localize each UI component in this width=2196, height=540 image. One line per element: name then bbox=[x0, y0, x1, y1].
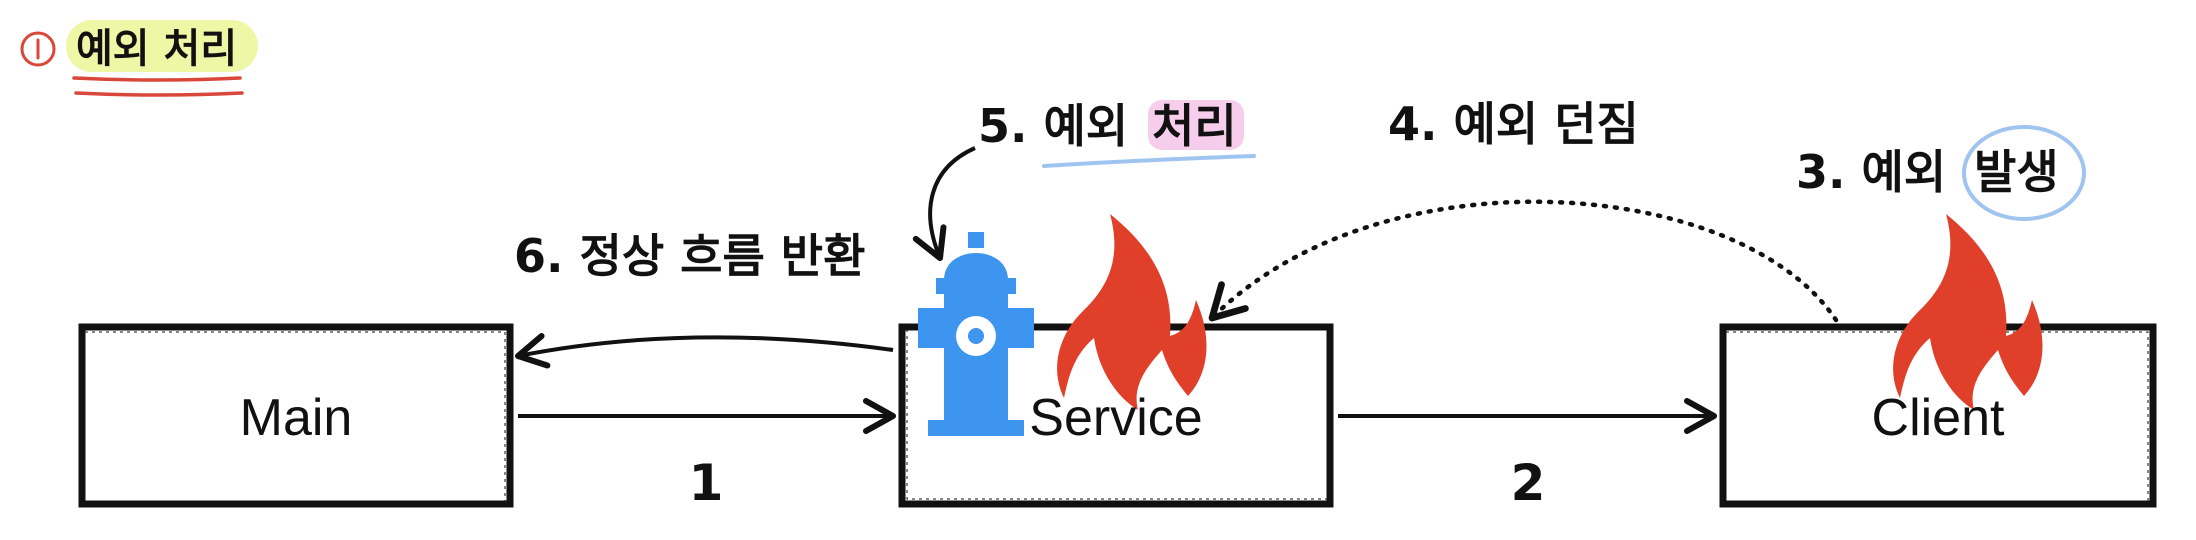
fire-icon bbox=[1893, 214, 2043, 410]
step-3-highlight: 발생 bbox=[1974, 145, 2059, 199]
main-box: Main bbox=[78, 323, 514, 508]
page-title: 예외 처리 bbox=[76, 26, 237, 72]
step-marker bbox=[20, 31, 56, 67]
step-3-annotation: 3. 예외 발생 bbox=[1796, 125, 2086, 221]
fire-icon bbox=[1057, 214, 1207, 410]
step-5-highlight-bg bbox=[1148, 100, 1244, 150]
client-box-label: Client bbox=[1872, 389, 2005, 447]
arrow-service-return-to-main bbox=[515, 333, 894, 369]
arrow-handle-to-hydrant bbox=[912, 146, 976, 261]
main-box-label: Main bbox=[240, 389, 353, 447]
edge-label-2: 2 bbox=[1511, 454, 1546, 512]
arrow-exception-thrown-to-service bbox=[1208, 199, 1839, 323]
step-5-highlight: 처리 bbox=[1152, 99, 1237, 153]
service-box-label: Service bbox=[1029, 389, 1202, 447]
header: 예외 처리 bbox=[20, 20, 258, 97]
title-underline bbox=[72, 76, 244, 97]
fire-hydrant-icon bbox=[918, 232, 1034, 436]
step-4-label: 4. 예외 던짐 bbox=[1388, 97, 1639, 151]
step-5-underline bbox=[1042, 154, 1256, 168]
title-highlight bbox=[66, 20, 258, 72]
step-3-circle bbox=[1962, 125, 2086, 221]
step-5-annotation: 5. 예외 처리 bbox=[978, 99, 1256, 168]
step-6-label: 6. 정상 흐름 반환 bbox=[514, 229, 865, 283]
step-5-label: 5. 예외 bbox=[978, 99, 1128, 153]
edge-label-1: 1 bbox=[689, 454, 724, 512]
step-3-label: 3. 예외 bbox=[1796, 145, 1946, 199]
